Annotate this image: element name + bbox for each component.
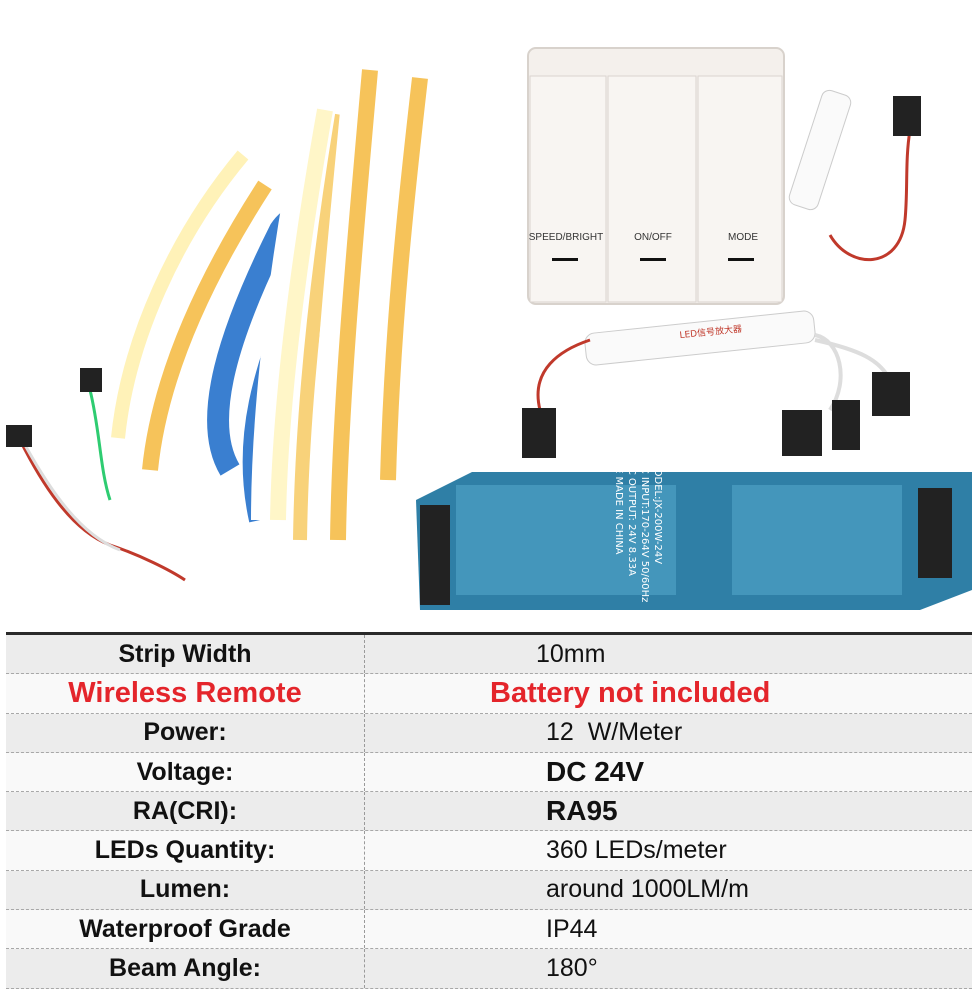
wire-green-icon — [88, 389, 112, 501]
receiver-wire-icon — [828, 129, 912, 261]
power-supply: MODEL:JX-200W-24V AC INPUT:170-264V 50/6… — [416, 460, 972, 610]
psu-label-line-4: CE MADE IN CHINA — [613, 460, 624, 555]
spec-value: DC 24V — [546, 756, 645, 788]
amplifier-body-icon — [584, 310, 816, 366]
spec-value: 360 LEDs/meter — [546, 836, 727, 865]
spec-label: Waterproof Grade — [79, 914, 291, 943]
spec-divider — [364, 635, 365, 674]
spec-value: IP44 — [546, 914, 598, 943]
spec-row-voltage: Voltage: DC 24V — [6, 752, 972, 793]
spec-row-cri: RA(CRI): RA95 — [6, 792, 972, 832]
spec-label: Power: — [143, 718, 227, 747]
spec-row-waterproof: Waterproof Grade IP44 — [6, 910, 972, 950]
receiver-module — [788, 89, 921, 261]
wire-white-icon — [23, 444, 121, 552]
led-strip-reels — [6, 33, 457, 582]
psu-label-line-3: DC OUTPUT: 24V 8.33A — [626, 460, 637, 576]
warm-strip-icon-4 — [380, 77, 428, 481]
spec-value: 180° — [546, 954, 598, 983]
jst-connector-icon-1 — [6, 425, 32, 447]
strip-white-backing-3 — [310, 33, 406, 546]
psu-vent-left-icon — [456, 485, 676, 595]
spec-label: Beam Angle: — [109, 954, 261, 983]
psu-terminal-left-icon — [420, 505, 450, 605]
cool-strip-icon-2 — [270, 108, 333, 521]
spec-value: Battery not included — [490, 676, 771, 709]
spec-row-lumen: Lumen: around 1000LM/m — [6, 870, 972, 911]
wireless-switch: SPEED/BRIGHT ON/OFF MODE — [527, 47, 785, 305]
spec-label: LEDs Quantity: — [94, 836, 276, 865]
spec-divider — [364, 831, 365, 870]
switch-led-icon-3 — [728, 258, 754, 261]
amp-input-wire-icon — [536, 338, 591, 411]
spec-divider — [364, 674, 365, 713]
spec-divider — [364, 792, 365, 831]
amp-output-connector-icon-2 — [832, 400, 860, 450]
switch-label-1: SPEED/BRIGHT — [529, 232, 603, 243]
switch-led-icon-1 — [552, 258, 578, 261]
switch-key-2 — [607, 75, 697, 303]
amp-output-connector-icon-1 — [782, 410, 822, 456]
switch-led-icon-2 — [640, 258, 666, 261]
spec-value: around 1000LM/m — [546, 875, 749, 904]
spec-value: RA95 — [546, 795, 618, 827]
spec-row-wireless-remote: Wireless Remote Battery not included — [6, 674, 972, 714]
switch-key-1 — [529, 75, 607, 303]
spec-divider — [364, 910, 365, 949]
spec-row-leds-quantity: LEDs Quantity: 360 LEDs/meter — [6, 831, 972, 871]
psu-vent-right-icon — [732, 485, 902, 595]
product-photo: SPEED/BRIGHT ON/OFF MODE LED信号放大器 — [6, 33, 972, 610]
psu-terminal-right-icon — [918, 488, 952, 578]
spec-divider — [364, 870, 365, 910]
spec-row-strip-width: Strip Width 10mm — [6, 635, 972, 675]
switch-label-2: ON/OFF — [634, 232, 672, 243]
spec-value: 12 W/Meter — [546, 718, 683, 747]
spec-table: Strip Width 10mm Wireless Remote Battery… — [6, 632, 972, 989]
spec-divider — [364, 949, 365, 988]
spec-label: Strip Width — [118, 639, 252, 668]
spec-label: Voltage: — [136, 757, 234, 786]
spec-divider — [364, 713, 365, 752]
psu-label-line-2: AC INPUT:170-264V 50/60Hz — [639, 460, 650, 602]
spec-row-beam-angle: Beam Angle: 180° — [6, 949, 972, 989]
amp-input-connector-icon — [522, 408, 556, 458]
receiver-connector-icon — [893, 96, 921, 136]
switch-key-3 — [697, 75, 783, 303]
spec-row-power: Power: 12 W/Meter — [6, 713, 972, 753]
cool-strip-icon-1 — [111, 150, 249, 439]
warm-strip-icon-2 — [293, 113, 349, 541]
psu-label-line-1: MODEL:JX-200W-24V — [652, 460, 663, 564]
amp-output-connector-icon-3 — [872, 372, 910, 416]
spec-value: 10mm — [536, 639, 606, 668]
warm-strip-icon-1 — [142, 180, 272, 471]
signal-amplifier: LED信号放大器 — [522, 310, 910, 458]
spec-label: RA(CRI): — [132, 796, 238, 825]
spec-label: Wireless Remote — [68, 676, 302, 709]
product-illustration: SPEED/BRIGHT ON/OFF MODE LED信号放大器 — [6, 33, 972, 610]
jst-connector-icon-2 — [80, 368, 102, 392]
spec-label: Lumen: — [139, 875, 231, 904]
warm-strip-icon-3 — [330, 69, 378, 541]
switch-label-3: MODE — [728, 232, 758, 243]
receiver-body-icon — [788, 89, 852, 211]
spec-divider — [364, 752, 365, 792]
